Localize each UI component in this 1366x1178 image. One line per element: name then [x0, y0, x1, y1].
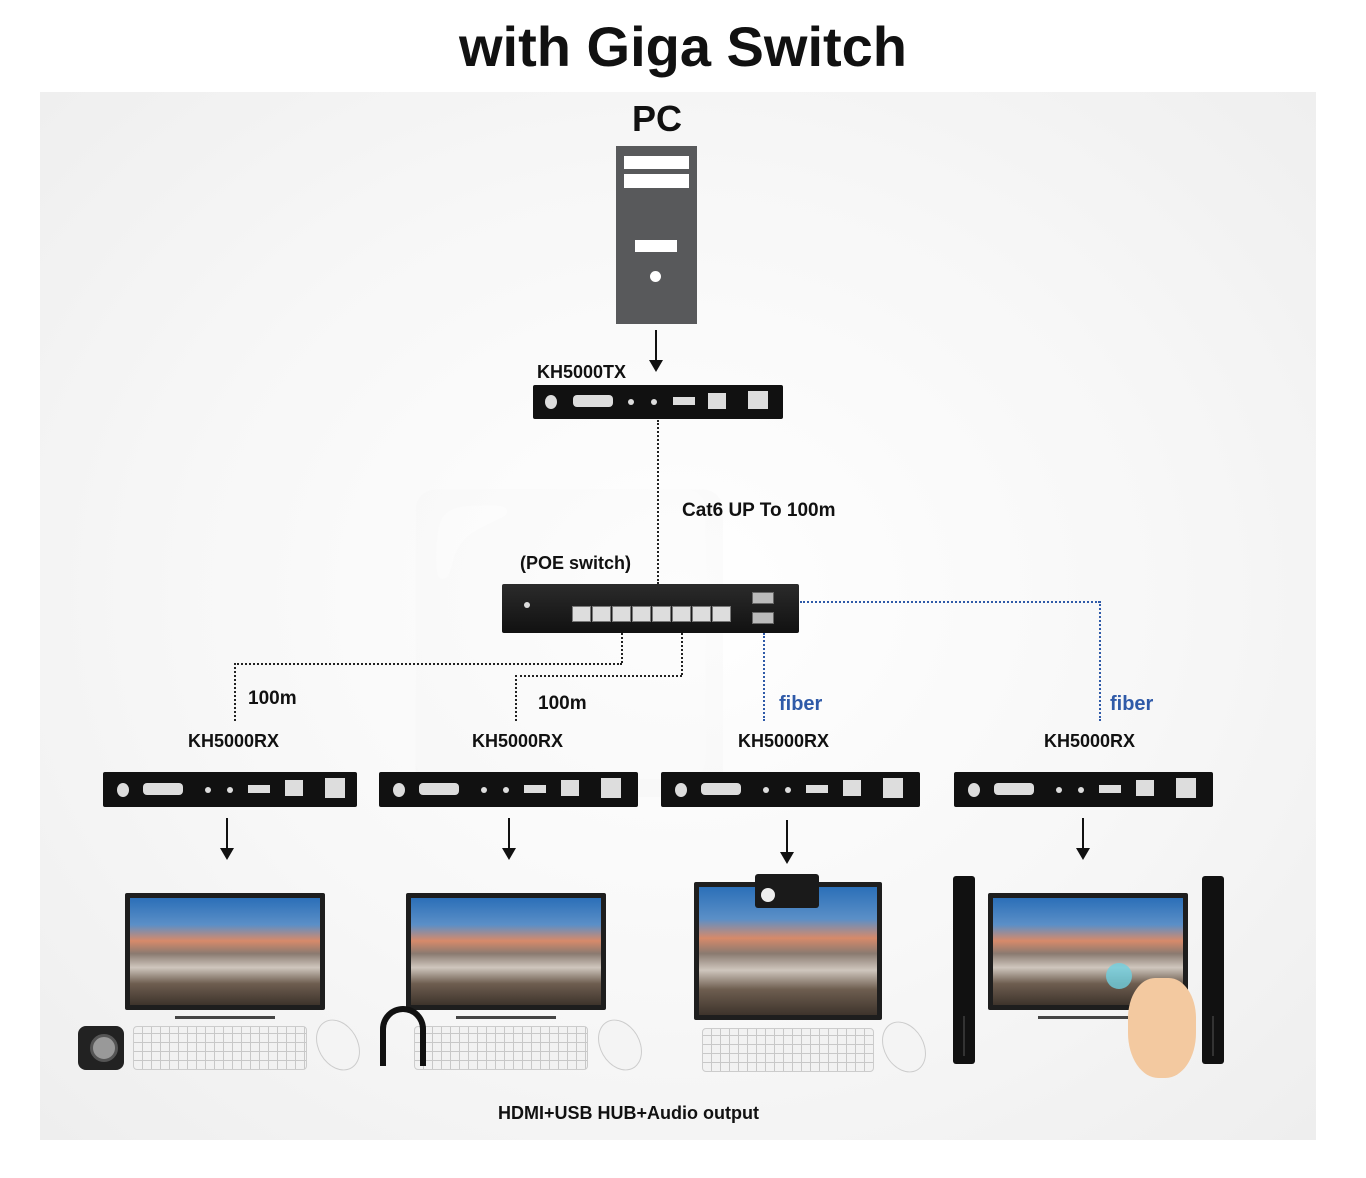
webcam-icon: [78, 1026, 124, 1070]
rx-unit-2: [379, 772, 638, 807]
speaker-left-icon: [953, 876, 975, 1064]
link-label-4: fiber: [1110, 693, 1154, 715]
tx-unit: [533, 385, 783, 419]
switch-label: (POE switch): [520, 553, 632, 573]
arrow-rx3-down: [780, 820, 794, 864]
link-seg: [515, 675, 517, 721]
link-seg: [681, 633, 683, 675]
monitor-stand: [456, 1016, 556, 1019]
arrow-pc-to-tx: [649, 330, 663, 372]
pc-label: PC: [632, 98, 683, 139]
tx-label: KH5000TX: [537, 362, 627, 382]
monitor-stand: [175, 1016, 275, 1019]
arrow-rx2-down: [502, 818, 516, 860]
keyboard-icon: [133, 1026, 307, 1070]
rx-label-1: KH5000RX: [188, 731, 280, 751]
rx-label-4: KH5000RX: [1044, 731, 1136, 751]
rx-unit-4: [954, 772, 1213, 807]
link-seg: [1099, 601, 1101, 721]
monitor-icon: [694, 882, 882, 1020]
headphones-icon: [380, 1006, 426, 1066]
diagram-title: with Giga Switch: [458, 15, 908, 78]
monitor-stand: [1038, 1016, 1138, 1019]
link-seg: [800, 601, 1100, 603]
rx-unit-3: [661, 772, 920, 807]
link-label-3: fiber: [779, 693, 823, 715]
hand-icon: [1128, 978, 1196, 1078]
link-seg: [763, 633, 765, 721]
link-seg: [234, 663, 236, 721]
cable-label: Cat6 UP To 100m: [682, 500, 836, 521]
rx-label-3: KH5000RX: [738, 731, 830, 751]
rx-unit-1: [103, 772, 357, 807]
touch-point-icon: [1106, 963, 1132, 989]
watermark: ⬜: [395, 480, 744, 808]
footer-label: HDMI+USB HUB+Audio output: [498, 1103, 759, 1123]
keyboard-icon: [414, 1026, 588, 1070]
link-seg: [234, 663, 622, 665]
link-label-1: 100m: [248, 688, 297, 709]
keyboard-icon: [702, 1028, 874, 1072]
projector-icon: [755, 874, 819, 908]
arrow-rx4-down: [1076, 818, 1090, 860]
link-tx-to-switch: [657, 420, 659, 584]
arrow-rx1-down: [220, 818, 234, 860]
speaker-right-icon: [1202, 876, 1224, 1064]
rx-label-2: KH5000RX: [472, 731, 564, 751]
poe-switch: [502, 584, 799, 633]
monitor-icon: [406, 893, 606, 1010]
pc-tower-icon: [616, 146, 697, 324]
link-seg: [621, 633, 623, 663]
link-label-2: 100m: [538, 693, 587, 714]
monitor-icon: [125, 893, 325, 1010]
link-seg: [515, 675, 682, 677]
